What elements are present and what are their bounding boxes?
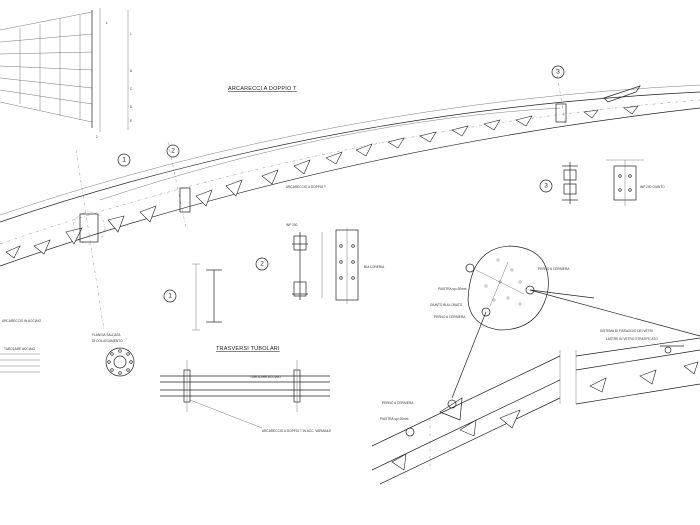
trasversi-detail: TUBOLARE ACCIAIO ARCARECCIO A DOPPIO T I… [160, 360, 331, 433]
section-marker-3b: 3 [539, 179, 553, 193]
svg-text:TUBOLARE ACCIAIO: TUBOLARE ACCIAIO [250, 375, 282, 379]
section-marker-1b: 1 [163, 289, 177, 303]
svg-text:PERNO A CERNIERA: PERNO A CERNIERA [382, 401, 414, 405]
inp-label: INP 200 [286, 223, 298, 227]
inp-giunto-label: INP 200 GIUNTO [640, 185, 665, 189]
svg-text:FLANGIA SALDATA: FLANGIA SALDATA [92, 333, 121, 337]
svg-text:A: A [130, 69, 133, 73]
section-detail-3: INP 200 GIUNTO [562, 159, 665, 206]
svg-text:SISTEMA DI FISSAGGIO DEI VETRI: SISTEMA DI FISSAGGIO DEI VETRI [600, 329, 653, 333]
svg-text:LASTRE IN VETRO STRATIFICATO: LASTRE IN VETRO STRATIFICATO [606, 337, 658, 341]
beam-note: ARCARECCIO A DOPPIO T [286, 185, 326, 189]
section-detail-1 [192, 263, 222, 331]
svg-text:DI COLLEGAMENTO: DI COLLEGAMENTO [92, 339, 123, 343]
svg-text:3: 3 [544, 183, 548, 190]
title-trasversi: TRASVERSI TUBOLARI [216, 346, 280, 352]
left-notes: ARCARECCIO IN ACCIAIO TUBOLARE ACCIAIO [0, 319, 42, 373]
svg-text:PERNO A CERNIERA: PERNO A CERNIERA [538, 267, 570, 271]
svg-text:TUBOLARE ACCIAIO: TUBOLARE ACCIAIO [4, 347, 36, 351]
flange-detail: FLANGIA SALDATA DI COLLEGAMENTO [92, 333, 135, 377]
svg-text:PERNO A CERNIERA: PERNO A CERNIERA [434, 315, 466, 319]
svg-text:ARCARECCIO A DOPPIO T IN ACC.: ARCARECCIO A DOPPIO T IN ACC. VARIABILE [262, 429, 331, 433]
section-marker-1: 1 [117, 153, 131, 167]
section-marker-2: 2 [166, 144, 180, 158]
title-arcarecci: ARCARECCI A DOPPIO T [228, 86, 297, 92]
section-marker-3: 3 [551, 65, 565, 79]
lower-truss-left: PERNO A CERNIERA PIASTRA sp=20mm [371, 350, 561, 485]
section-marker-2b: 2 [255, 257, 269, 271]
truss-beam [0, 84, 700, 267]
svg-text:L: L [130, 32, 132, 36]
section-detail-2: BULLONERIA INP 200 [286, 223, 385, 304]
svg-text:E: E [130, 119, 132, 123]
svg-text:GIUNTO BULLONATO: GIUNTO BULLONATO [430, 303, 463, 307]
svg-text:1: 1 [168, 293, 172, 300]
svg-text:PIASTRA sp=20mm: PIASTRA sp=20mm [438, 287, 467, 291]
svg-text:2: 2 [171, 148, 175, 155]
lower-truss-right: SISTEMA DI FISSAGGIO DEI VETRI LASTRE IN… [575, 329, 700, 405]
svg-text:D: D [130, 105, 133, 109]
svg-text:2: 2 [96, 135, 98, 139]
svg-text:C: C [130, 87, 133, 91]
svg-text:1: 1 [122, 157, 126, 164]
bulloneria-label: BULLONERIA [364, 265, 385, 269]
svg-text:L: L [106, 21, 108, 25]
svg-text:3: 3 [556, 69, 560, 76]
svg-text:2: 2 [260, 261, 264, 268]
roof-plan-grid: L L A C D E 2 [0, 8, 133, 139]
section-cuts [75, 67, 567, 331]
svg-text:PIASTRA sp=20mm: PIASTRA sp=20mm [380, 417, 409, 421]
svg-text:ARCARECCIO IN ACCIAIO: ARCARECCIO IN ACCIAIO [2, 319, 42, 323]
hinge-node-detail: PIASTRA sp=20mm GIUNTO BULLONATO PERNO A… [430, 245, 700, 399]
